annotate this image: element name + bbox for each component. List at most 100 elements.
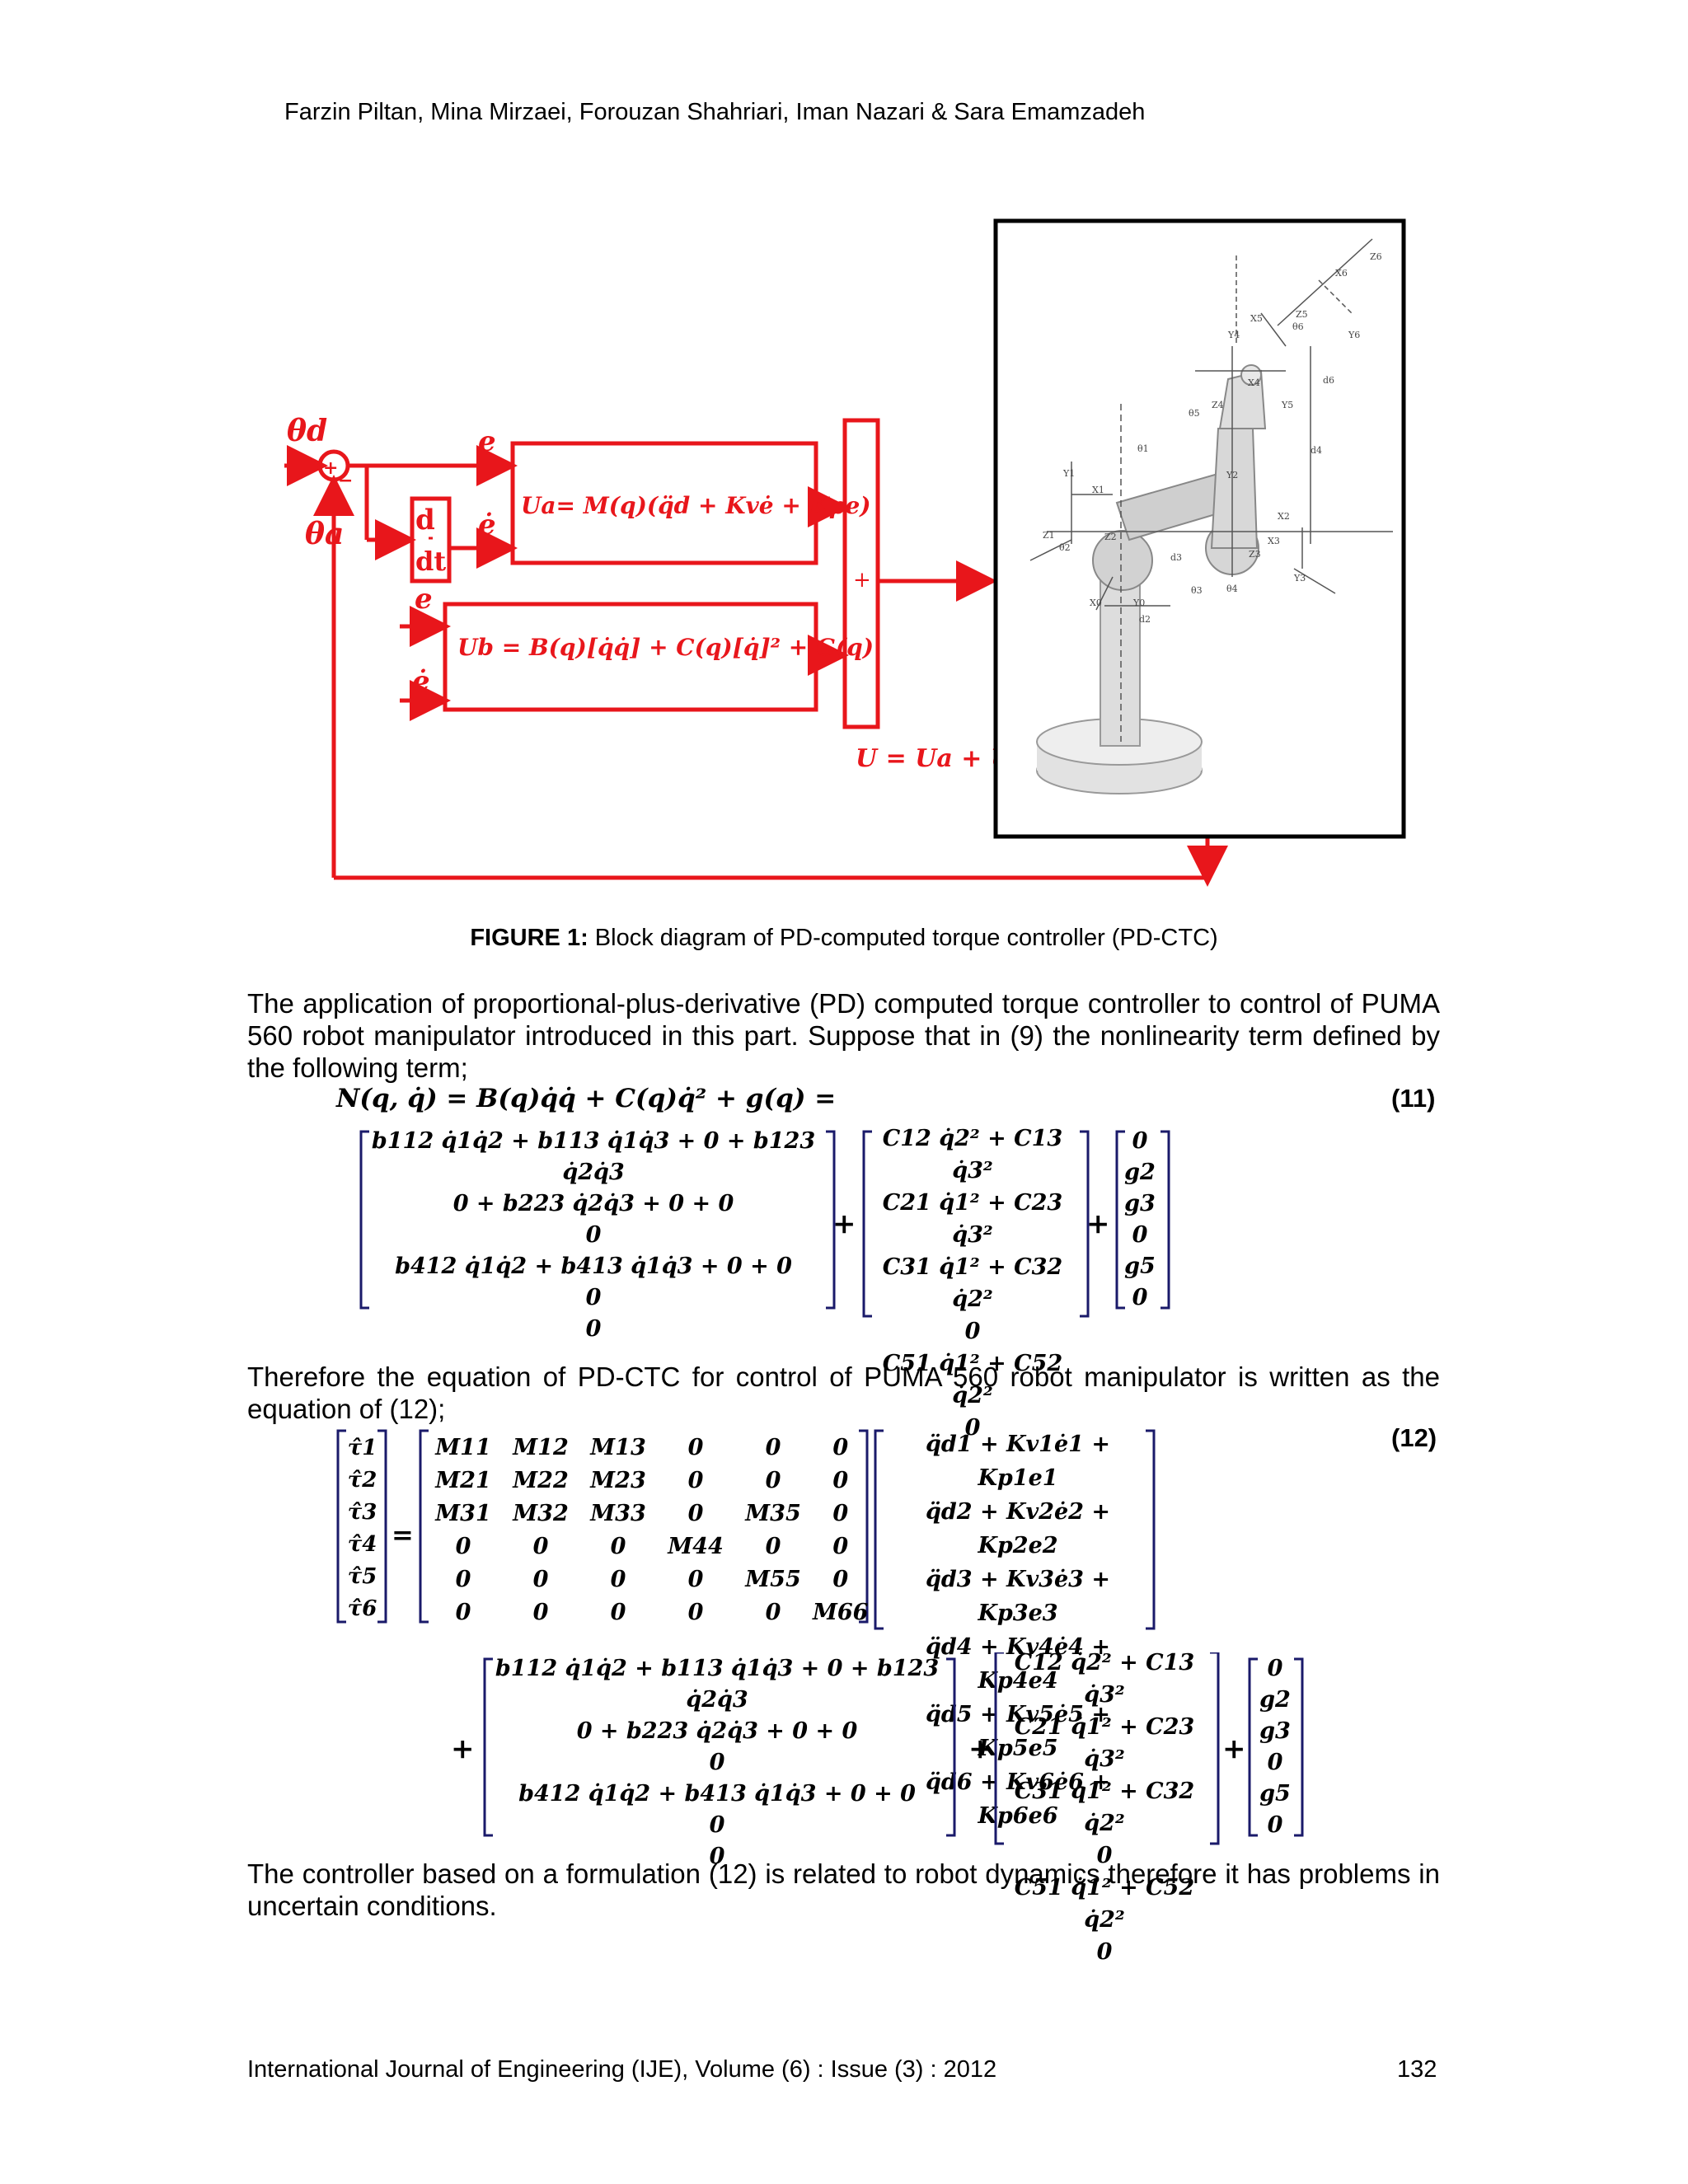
svg-text:X0: X0: [1090, 598, 1102, 608]
e-label-1: e: [478, 425, 496, 458]
eq11-plus-1: +: [832, 1207, 856, 1240]
eq12-g-row: 0: [1254, 1810, 1296, 1841]
eq11-number: (11): [1391, 1084, 1435, 1113]
eq11-g-vector: 0 g2 g3 0 g5 0: [1119, 1126, 1160, 1314]
matrix-cell: M44: [657, 1530, 734, 1563]
footer-page-number: 132: [1397, 2056, 1437, 2083]
paragraph-3-text: The controller based on a formulation (1…: [247, 1858, 1440, 1922]
matrix-cell: M22: [502, 1464, 579, 1497]
eq11-b-vector: b112 q̇1q̇2 + b113 q̇1q̇3 + 0 + b123 q̇2…: [363, 1126, 824, 1345]
eq11-b-row: 0: [363, 1282, 824, 1314]
svg-text:d4: d4: [1311, 445, 1322, 456]
svg-text:d3: d3: [1170, 552, 1182, 563]
eq11-g-row: g3: [1119, 1188, 1160, 1220]
matrix-cell: 0: [579, 1530, 657, 1563]
matrix-cell: 0: [657, 1431, 734, 1464]
matrix-cell: 0: [734, 1464, 812, 1497]
figure-label: FIGURE 1:: [470, 925, 588, 951]
eq12-g-row: 0: [1254, 1747, 1296, 1779]
eq12-g-row: g5: [1254, 1779, 1296, 1810]
eq12-tau-row: τ̂6: [340, 1593, 385, 1625]
paragraph-3: The controller based on a formulation (1…: [247, 1858, 1440, 1922]
eq12-v-row: q̈d3 + Kv3ė3 + Kp3e3: [886, 1563, 1150, 1630]
eq12-g-vector: 0 g2 g3 0 g5 0: [1254, 1653, 1296, 1841]
matrix-cell: M11: [424, 1431, 502, 1464]
svg-text:Y1: Y1: [1062, 468, 1075, 479]
eq12-b-row: 0: [486, 1810, 948, 1841]
paragraph-1: The application of proportional-plus-der…: [247, 987, 1440, 1084]
matrix-cell: M32: [502, 1497, 579, 1530]
eq11-c-row: C31 q̇1² + C32 q̇2²: [870, 1251, 1076, 1315]
matrix-cell: 0: [812, 1464, 869, 1497]
matrix-cell: 0: [579, 1563, 657, 1596]
matrix-cell: 0: [424, 1596, 502, 1629]
eq12-b-vector: b112 q̇1q̇2 + b113 q̇1q̇3 + 0 + b123 q̇2…: [486, 1653, 948, 1872]
matrix-cell: 0: [657, 1464, 734, 1497]
svg-text:θ3: θ3: [1191, 585, 1203, 596]
paragraph-2-text: Therefore the equation of PD-CTC for con…: [247, 1361, 1440, 1425]
svg-text:Y2: Y2: [1226, 470, 1238, 480]
footer-journal: International Journal of Engineering (IJ…: [247, 2056, 996, 2083]
svg-text:X5: X5: [1250, 313, 1263, 324]
svg-text:Z6: Z6: [1370, 251, 1382, 262]
svg-text:Y6: Y6: [1348, 330, 1360, 340]
matrix-cell: 0: [812, 1563, 869, 1596]
eq11-b-row: b412 q̇1q̇2 + b413 q̇1q̇3 + 0 + 0: [363, 1251, 824, 1282]
svg-text:θ2: θ2: [1059, 542, 1071, 553]
ua-equation: Ua= M(q)(q̈d + Kvė + Kpe): [521, 492, 871, 519]
svg-text:Z2: Z2: [1104, 532, 1117, 542]
svg-text:θ5: θ5: [1189, 408, 1200, 419]
svg-text:X6: X6: [1335, 268, 1348, 279]
eq11-c-row: 0: [870, 1315, 1076, 1347]
theta-d-label: θd: [287, 414, 327, 448]
eq12-v-row: q̈d1 + Kv1ė1 + Kp1e1: [886, 1427, 1150, 1495]
matrix-cell: 0: [502, 1530, 579, 1563]
eq12-b-row: 0 + b223 q̇2q̇3 + 0 + 0: [486, 1716, 948, 1747]
deriv-den: dt: [415, 546, 446, 577]
eq11-b-row: 0: [363, 1220, 824, 1251]
matrix-cell: 0: [657, 1596, 734, 1629]
svg-text:θ1: θ1: [1137, 443, 1149, 454]
eq11-b-row: b112 q̇1q̇2 + b113 q̇1q̇3 + 0 + b123 q̇2…: [363, 1126, 824, 1188]
eq12-v-row: q̈d2 + Kv2ė2 + Kp2e2: [886, 1495, 1150, 1563]
svg-text:θ4: θ4: [1226, 583, 1238, 594]
eq12-g-row: g2: [1254, 1685, 1296, 1716]
svg-text:d6: d6: [1323, 375, 1334, 386]
theta-a-label: θa: [305, 517, 344, 551]
matrix-cell: M21: [424, 1464, 502, 1497]
matrix-cell: M35: [734, 1497, 812, 1530]
matrix-cell: M23: [579, 1464, 657, 1497]
matrix-cell: M66: [812, 1596, 869, 1629]
svg-text:Z5: Z5: [1296, 309, 1308, 320]
eq12-c-row: C12 q̇2² + C13 q̇3²: [1001, 1647, 1207, 1711]
eq11-g-row: g5: [1119, 1251, 1160, 1282]
eq11-b-row: 0: [363, 1314, 824, 1345]
eq11-c-row: C21 q̇1² + C23 q̇3²: [870, 1187, 1076, 1251]
eq12-number: (12): [1391, 1423, 1437, 1453]
matrix-cell: 0: [812, 1530, 869, 1563]
eq11-g-row: 0: [1119, 1282, 1160, 1314]
eq11-lhs: N(q, q̇) = B(q)q̇q̇ + C(q)q̇² + g(q) =: [336, 1084, 836, 1113]
eq12-tau-vector: τ̂1 τ̂2 τ̂3 τ̂4 τ̂5 τ̂6: [340, 1432, 385, 1625]
eq11-g-row: g2: [1119, 1157, 1160, 1188]
svg-text:Y3: Y3: [1293, 573, 1306, 583]
eq12-tau-row: τ̂3: [340, 1497, 385, 1529]
paragraph-2: Therefore the equation of PD-CTC for con…: [247, 1361, 1440, 1425]
svg-text:Y5: Y5: [1281, 400, 1293, 410]
matrix-cell: M33: [579, 1497, 657, 1530]
svg-text:θ6: θ6: [1292, 321, 1304, 332]
matrix-cell: M55: [734, 1563, 812, 1596]
eq11-g-row: 0: [1119, 1220, 1160, 1251]
matrix-cell: 0: [657, 1563, 734, 1596]
eq12-tau-row: τ̂4: [340, 1529, 385, 1561]
eq12-b-row: b112 q̇1q̇2 + b113 q̇1q̇3 + 0 + b123 q̇2…: [486, 1653, 948, 1716]
matrix-cell: 0: [812, 1497, 869, 1530]
edot-label-2: ė: [412, 665, 430, 698]
svg-text:Z4: Z4: [1212, 400, 1224, 410]
eq12-tau-row: τ̂5: [340, 1561, 385, 1593]
svg-text:X4: X4: [1248, 377, 1260, 388]
svg-text:X1: X1: [1092, 485, 1104, 495]
svg-text:d2: d2: [1139, 614, 1151, 625]
matrix-cell: 0: [812, 1431, 869, 1464]
